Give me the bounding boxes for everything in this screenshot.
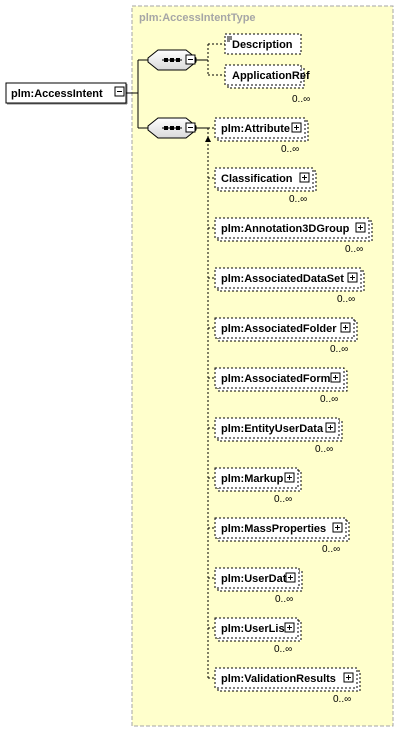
- root-element[interactable]: plm:AccessIntent: [5, 82, 128, 105]
- element-userdata[interactable]: plm:UserData 0..∞: [208, 567, 303, 605]
- expand-icon[interactable]: [284, 472, 295, 483]
- expand-icon[interactable]: [284, 622, 295, 633]
- element-associatedfolder[interactable]: plm:AssociatedFolder 0..∞: [208, 317, 358, 355]
- element-userlist[interactable]: plm:UserList 0..∞: [208, 617, 302, 655]
- element-entityuserdata[interactable]: plm:EntityUserData 0..∞: [208, 417, 343, 455]
- cardinality-label: 0..∞: [281, 144, 299, 155]
- element-label: plm:Markup: [221, 473, 284, 485]
- element-label: Description: [232, 39, 293, 51]
- cardinality-label: 0..∞: [315, 444, 333, 455]
- expand-icon[interactable]: [343, 672, 354, 683]
- expand-icon[interactable]: [347, 272, 358, 283]
- element-label: plm:MassProperties: [221, 523, 326, 535]
- element-annotation3dgroup[interactable]: plm:Annotation3DGroup 0..∞: [208, 217, 373, 255]
- cardinality-label: 0..∞: [345, 244, 363, 255]
- cardinality-label: 0..∞: [274, 494, 292, 505]
- element-label: plm:EntityUserData: [221, 423, 324, 435]
- cardinality-label: 0..∞: [274, 644, 292, 655]
- element-label: plm:UserData: [221, 573, 293, 585]
- element-associateddataset[interactable]: plm:AssociatedDataSet 0..∞: [208, 267, 365, 305]
- sequence-compositor-1[interactable]: [147, 49, 197, 71]
- element-label: plm:AssociatedDataSet: [221, 273, 344, 285]
- cardinality-label: 0..∞: [292, 94, 310, 105]
- cardinality-label: 0..∞: [333, 694, 351, 705]
- element-markup[interactable]: plm:Markup 0..∞: [208, 467, 302, 505]
- expand-icon[interactable]: [325, 422, 336, 433]
- cardinality-label: 0..∞: [275, 594, 293, 605]
- element-label: plm:Annotation3DGroup: [221, 223, 350, 235]
- element-label: plm:AssociatedForm: [221, 373, 331, 385]
- sequence-compositor-2[interactable]: [147, 117, 197, 139]
- collapse-icon[interactable]: [185, 122, 196, 133]
- cardinality-label: 0..∞: [337, 294, 355, 305]
- element-label: Classification: [221, 173, 293, 185]
- element-label: plm:AssociatedFolder: [221, 323, 337, 335]
- element-validationresults[interactable]: plm:ValidationResults 0..∞: [208, 667, 361, 705]
- expand-icon[interactable]: [299, 172, 310, 183]
- expand-icon[interactable]: [340, 322, 351, 333]
- element-label: plm:UserList: [221, 623, 289, 635]
- collapse-icon[interactable]: [185, 54, 196, 65]
- expand-icon[interactable]: [285, 572, 296, 583]
- sequence-2-elements: plm:Attribute0..∞Classification0..∞plm:A…: [208, 117, 373, 705]
- expand-icon[interactable]: [355, 222, 366, 233]
- cardinality-label: 0..∞: [289, 194, 307, 205]
- element-label: plm:Attribute: [221, 123, 290, 135]
- element-massproperties[interactable]: plm:MassProperties 0..∞: [208, 517, 350, 555]
- root-element-label: plm:AccessIntent: [11, 88, 103, 100]
- complex-type-name: plm:AccessIntentType: [139, 12, 256, 24]
- collapse-icon[interactable]: [114, 86, 125, 97]
- element-classification[interactable]: Classification 0..∞: [208, 167, 317, 205]
- expand-icon[interactable]: [291, 122, 302, 133]
- element-attribute[interactable]: plm:Attribute 0..∞: [214, 117, 309, 155]
- expand-icon[interactable]: [332, 522, 343, 533]
- element-description[interactable]: Description: [224, 33, 302, 55]
- element-label: ApplicationRef: [232, 70, 310, 82]
- element-label: plm:ValidationResults: [221, 673, 336, 685]
- documentation-icon: [227, 36, 232, 42]
- element-associatedform[interactable]: plm:AssociatedForm 0..∞: [208, 367, 348, 405]
- element-applicationref[interactable]: ApplicationRef 0..∞: [224, 64, 310, 105]
- repeat-arrow-icon: [205, 136, 211, 142]
- cardinality-label: 0..∞: [330, 344, 348, 355]
- cardinality-label: 0..∞: [320, 394, 338, 405]
- expand-icon[interactable]: [330, 372, 341, 383]
- cardinality-label: 0..∞: [322, 544, 340, 555]
